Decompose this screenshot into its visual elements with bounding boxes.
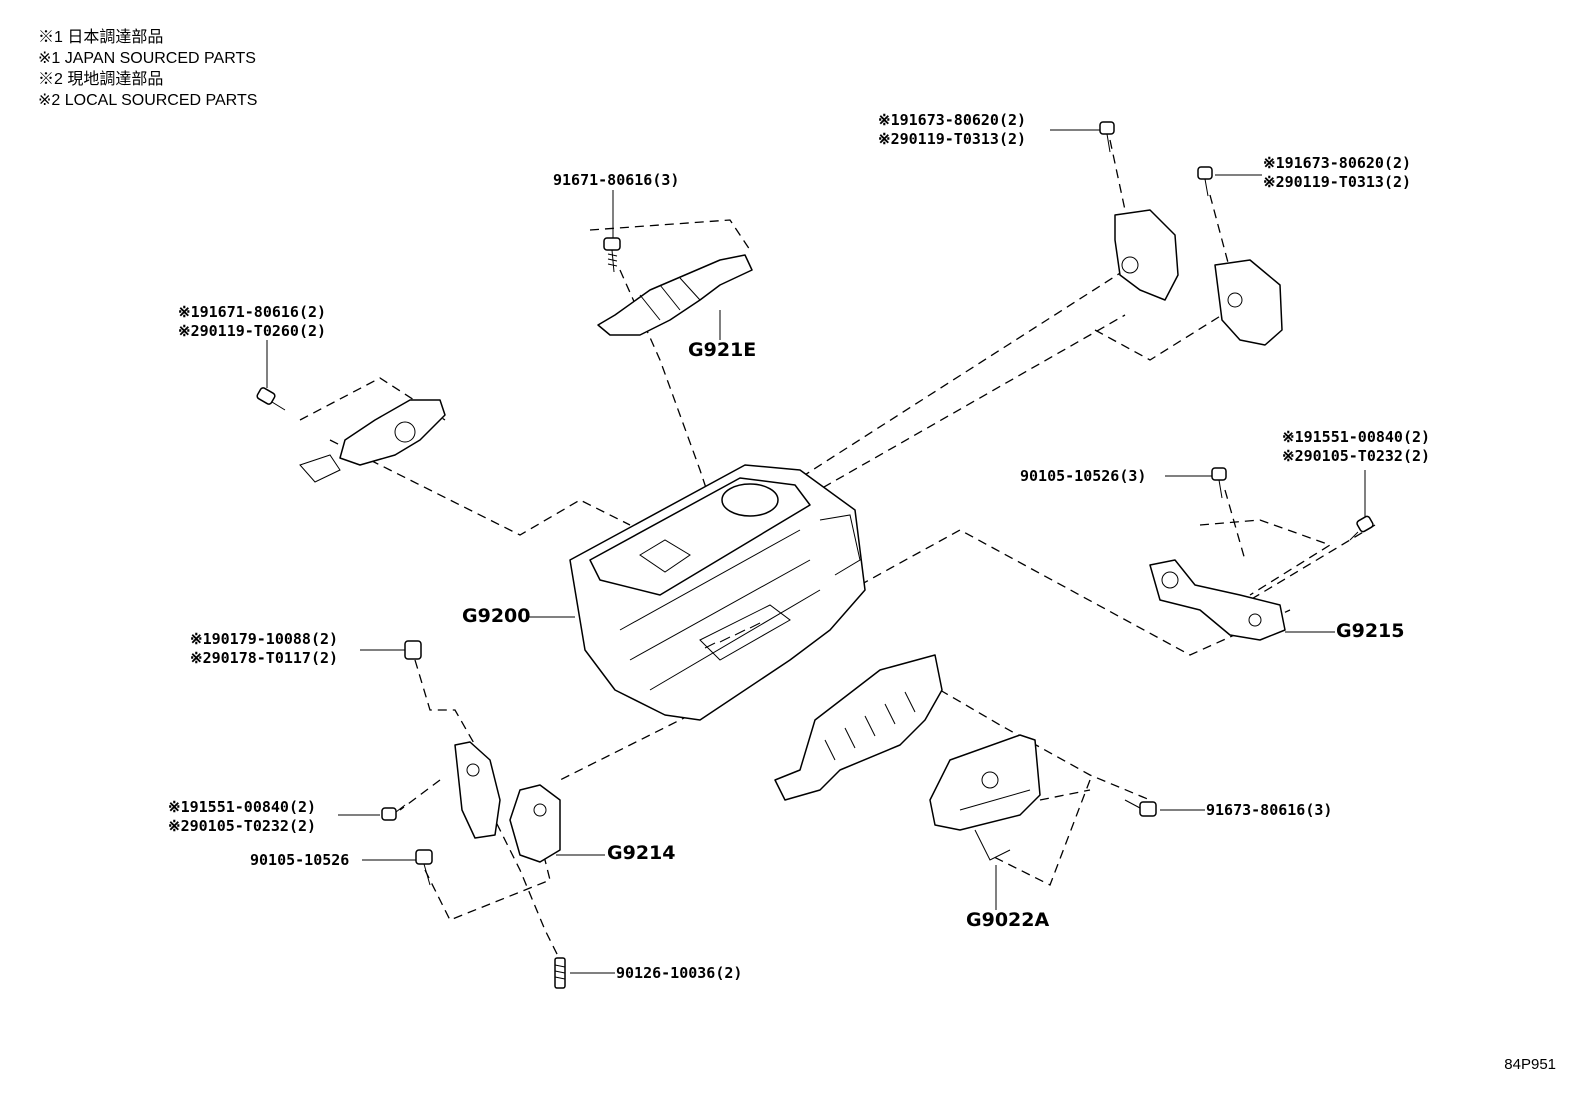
legend-line-1: ※1 日本調達部品	[38, 29, 164, 46]
legend-line-3: ※2 現地調達部品	[38, 71, 164, 88]
part-number: ※191673-80620(2)	[878, 111, 1027, 129]
figure-number: 84P951	[1504, 1056, 1556, 1073]
part-number: ※191673-80620(2)	[1263, 154, 1412, 172]
part-left-mount-bracket	[299, 399, 446, 483]
callout-91671-80616-left[interactable]: ※191671-80616(2) ※290119-T0260(2)	[178, 303, 326, 341]
part-number: 91673-80616(3)	[1206, 801, 1333, 819]
bolt-91673-80620-right	[1197, 166, 1213, 197]
callout-90126-10036[interactable]: 90126-10036(2)	[616, 964, 742, 983]
part-number: 91671-80616(3)	[553, 171, 680, 189]
assembly-dashed-lines	[299, 139, 1376, 961]
part-center-heatsink	[774, 654, 943, 801]
nut-90179-10088	[404, 640, 422, 660]
part-code-g9215[interactable]: G9215	[1336, 620, 1405, 642]
part-number: ※191671-80616(2)	[178, 303, 327, 321]
callout-91673-80620-top[interactable]: ※191673-80620(2) ※290119-T0313(2)	[878, 111, 1026, 149]
bolt-91671-80616-top	[603, 237, 621, 273]
part-number: 90105-10526	[250, 851, 350, 869]
callout-91551-00840-left[interactable]: ※191551-00840(2) ※290105-T0232(2)	[168, 798, 316, 836]
leader-lines	[266, 129, 1366, 974]
part-number: ※191551-00840(2)	[1282, 428, 1431, 446]
bolt-91673-80616-bottom	[1124, 799, 1157, 817]
callout-90105-10526-left[interactable]: 90105-10526	[250, 851, 349, 870]
bolt-91551-00840-left	[381, 804, 406, 821]
part-number: ※290119-T0313(2)	[878, 130, 1027, 148]
part-number: 90105-10526(3)	[1020, 467, 1147, 485]
part-number: ※190179-10088(2)	[190, 630, 339, 648]
part-number: ※290119-T0260(2)	[178, 322, 327, 340]
part-number: ※191551-00840(2)	[168, 798, 317, 816]
callout-91673-80620-right[interactable]: ※191673-80620(2) ※290119-T0313(2)	[1263, 154, 1411, 192]
part-code-g921e[interactable]: G921E	[688, 339, 757, 361]
part-code-g9214[interactable]: G9214	[607, 842, 676, 864]
part-code-g9022a[interactable]: G9022A	[966, 909, 1050, 931]
part-code-g9200[interactable]: G9200	[462, 605, 531, 627]
part-g9215-bracket	[1149, 559, 1286, 641]
callout-91671-80616-top[interactable]: 91671-80616(3)	[553, 171, 679, 190]
part-g9022a-cover	[929, 734, 1041, 861]
part-number: ※290178-T0117(2)	[190, 649, 339, 667]
part-g9214-bracket	[454, 741, 561, 863]
bolt-91551-00840-right	[1349, 515, 1374, 541]
part-upper-right-bracket	[1114, 209, 1179, 301]
bolt-90105-10526-left	[415, 849, 433, 886]
part-number: 90126-10036(2)	[616, 964, 743, 982]
part-number: ※290105-T0232(2)	[1282, 447, 1431, 465]
part-number: ※290119-T0313(2)	[1263, 173, 1412, 191]
callout-91673-80616-bottom[interactable]: 91673-80616(3)	[1206, 801, 1332, 820]
part-number: ※290105-T0232(2)	[168, 817, 317, 835]
callout-90179-10088[interactable]: ※190179-10088(2) ※290178-T0117(2)	[190, 630, 338, 668]
sourcing-legend: ※1 日本調達部品 ※1 JAPAN SOURCED PARTS ※2 現地調達…	[38, 27, 257, 111]
legend-line-2: ※1 JAPAN SOURCED PARTS	[38, 50, 256, 67]
bolt-91673-80620-top	[1099, 121, 1115, 153]
part-g9200-inverter	[569, 464, 866, 721]
legend-line-4: ※2 LOCAL SOURCED PARTS	[38, 92, 258, 109]
callout-90105-10526-right[interactable]: 90105-10526(3)	[1020, 467, 1146, 486]
callout-91551-00840-right[interactable]: ※191551-00840(2) ※290105-T0232(2)	[1282, 428, 1430, 466]
part-g921e-shield	[597, 254, 753, 336]
stud-90126-10036	[554, 957, 566, 989]
bolt-91671-80616-left	[256, 387, 286, 411]
part-far-right-bracket	[1214, 259, 1283, 346]
bolt-90105-10526-right	[1211, 467, 1227, 499]
